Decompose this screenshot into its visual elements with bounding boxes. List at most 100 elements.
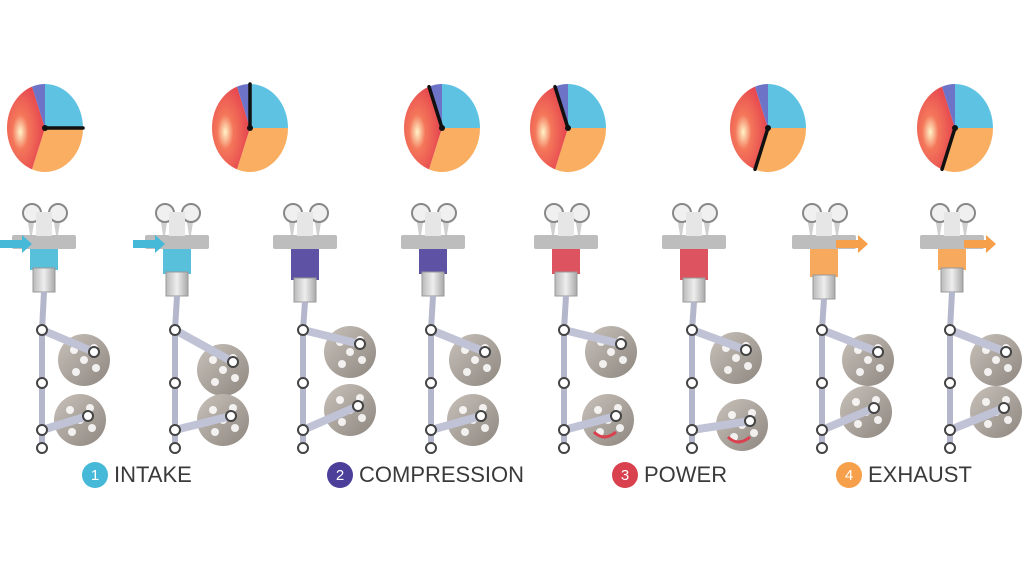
joint-pin	[558, 324, 570, 336]
pie-slices	[6, 84, 83, 172]
stroke-number-badge: 1	[82, 462, 108, 488]
pie-slice-power	[917, 86, 955, 170]
joint-pin	[686, 324, 698, 336]
joint-pin	[425, 442, 437, 454]
gear-hole	[219, 366, 227, 374]
engine-frames	[0, 203, 1022, 454]
gear-hole	[338, 360, 346, 368]
spark-plug	[686, 212, 702, 236]
engine-frame-power	[662, 203, 768, 454]
pie-hub	[952, 125, 958, 131]
gear-hole	[88, 424, 96, 432]
gear-hole	[92, 364, 100, 372]
pie-slice-power	[730, 86, 768, 170]
cylinder-charge	[419, 249, 447, 274]
pie-slice-intake	[250, 84, 288, 128]
joint-pin	[88, 346, 100, 358]
joint-pin	[36, 324, 48, 336]
gear-hole	[599, 360, 607, 368]
joint-pin	[36, 442, 48, 454]
gear-hole	[616, 424, 624, 432]
joint-pin	[740, 344, 752, 356]
crank-angle-pie	[404, 84, 480, 172]
joint-pin	[944, 442, 956, 454]
joint-pin	[425, 424, 437, 436]
joint-pin	[82, 410, 94, 422]
joint-pin	[615, 338, 627, 350]
gear-hole	[619, 356, 627, 364]
joint-pin	[169, 424, 181, 436]
pie-slice-power	[6, 86, 45, 170]
gear-hole	[459, 406, 467, 414]
pie-slice-intake	[568, 84, 606, 128]
engine-frame-exhaust	[792, 203, 894, 454]
joint-pin	[558, 377, 570, 389]
gear-hole	[231, 424, 239, 432]
gear-hole	[728, 411, 736, 419]
joint-pin	[297, 442, 309, 454]
joint-pin	[352, 400, 364, 412]
engine-frame-intake	[133, 203, 249, 454]
piston	[812, 274, 836, 300]
pie-slice-exhaust	[942, 128, 993, 172]
crank-angle-pies	[6, 82, 993, 172]
stroke-name: INTAKE	[114, 462, 192, 487]
joint-pin	[686, 377, 698, 389]
joint-pin	[816, 324, 828, 336]
gear-hole	[461, 428, 469, 436]
joint-pin	[169, 377, 181, 389]
gear-hole	[338, 418, 346, 426]
pie-hand	[753, 126, 770, 172]
pie-slice-compression	[755, 84, 768, 128]
gear-hole	[336, 396, 344, 404]
gear-hole	[209, 406, 217, 414]
joint-pin	[1000, 346, 1012, 358]
pie-slice-exhaust	[755, 128, 807, 172]
pie-slice-exhaust	[429, 128, 480, 172]
crank-arm	[946, 326, 1010, 356]
cylinder-head	[534, 235, 598, 249]
pie-slice-exhaust	[555, 128, 606, 172]
gear-hole	[874, 416, 882, 424]
cylinder-charge	[291, 249, 319, 280]
gear-hole	[66, 406, 74, 414]
joint-pin	[225, 410, 237, 422]
joint-pin	[558, 442, 570, 454]
stroke-number-badge: 4	[836, 462, 862, 488]
spark-plug	[169, 212, 185, 236]
crank-arm	[560, 412, 620, 434]
joint-pin	[354, 338, 366, 350]
piston	[421, 271, 445, 297]
pie-slice-compression	[942, 84, 955, 128]
joint-pin	[998, 402, 1010, 414]
intake-arrow-icon	[0, 235, 32, 253]
engine-frame-intake	[0, 203, 110, 454]
crank-angle-pie	[530, 84, 606, 172]
crank-arm	[688, 417, 754, 434]
joint-pin	[297, 377, 309, 389]
piston	[940, 267, 964, 293]
gear-hole	[483, 364, 491, 372]
gear-hole	[984, 420, 992, 428]
stroke-name: EXHAUST	[868, 462, 972, 487]
gear-hole	[72, 368, 80, 376]
gear-hole	[992, 356, 1000, 364]
gear-hole	[1004, 364, 1012, 372]
pie-slice-power	[530, 86, 568, 170]
joint-pin	[872, 346, 884, 358]
pie-hand	[940, 126, 957, 172]
stroke-label-power: 3 POWER	[612, 462, 727, 488]
crank-arm	[946, 404, 1008, 434]
stroke-name: COMPRESSION	[359, 462, 525, 487]
cylinder-charge	[30, 249, 58, 270]
crank-angle-pie	[212, 82, 288, 172]
joint-pin	[36, 377, 48, 389]
gear-hole	[724, 366, 732, 374]
gear-hole	[211, 428, 219, 436]
pie-hub	[439, 125, 445, 131]
cylinder-charge	[163, 249, 191, 274]
exhaust-arrow-icon	[836, 235, 868, 253]
stroke-name: POWER	[644, 462, 728, 487]
joint-pin	[558, 424, 570, 436]
